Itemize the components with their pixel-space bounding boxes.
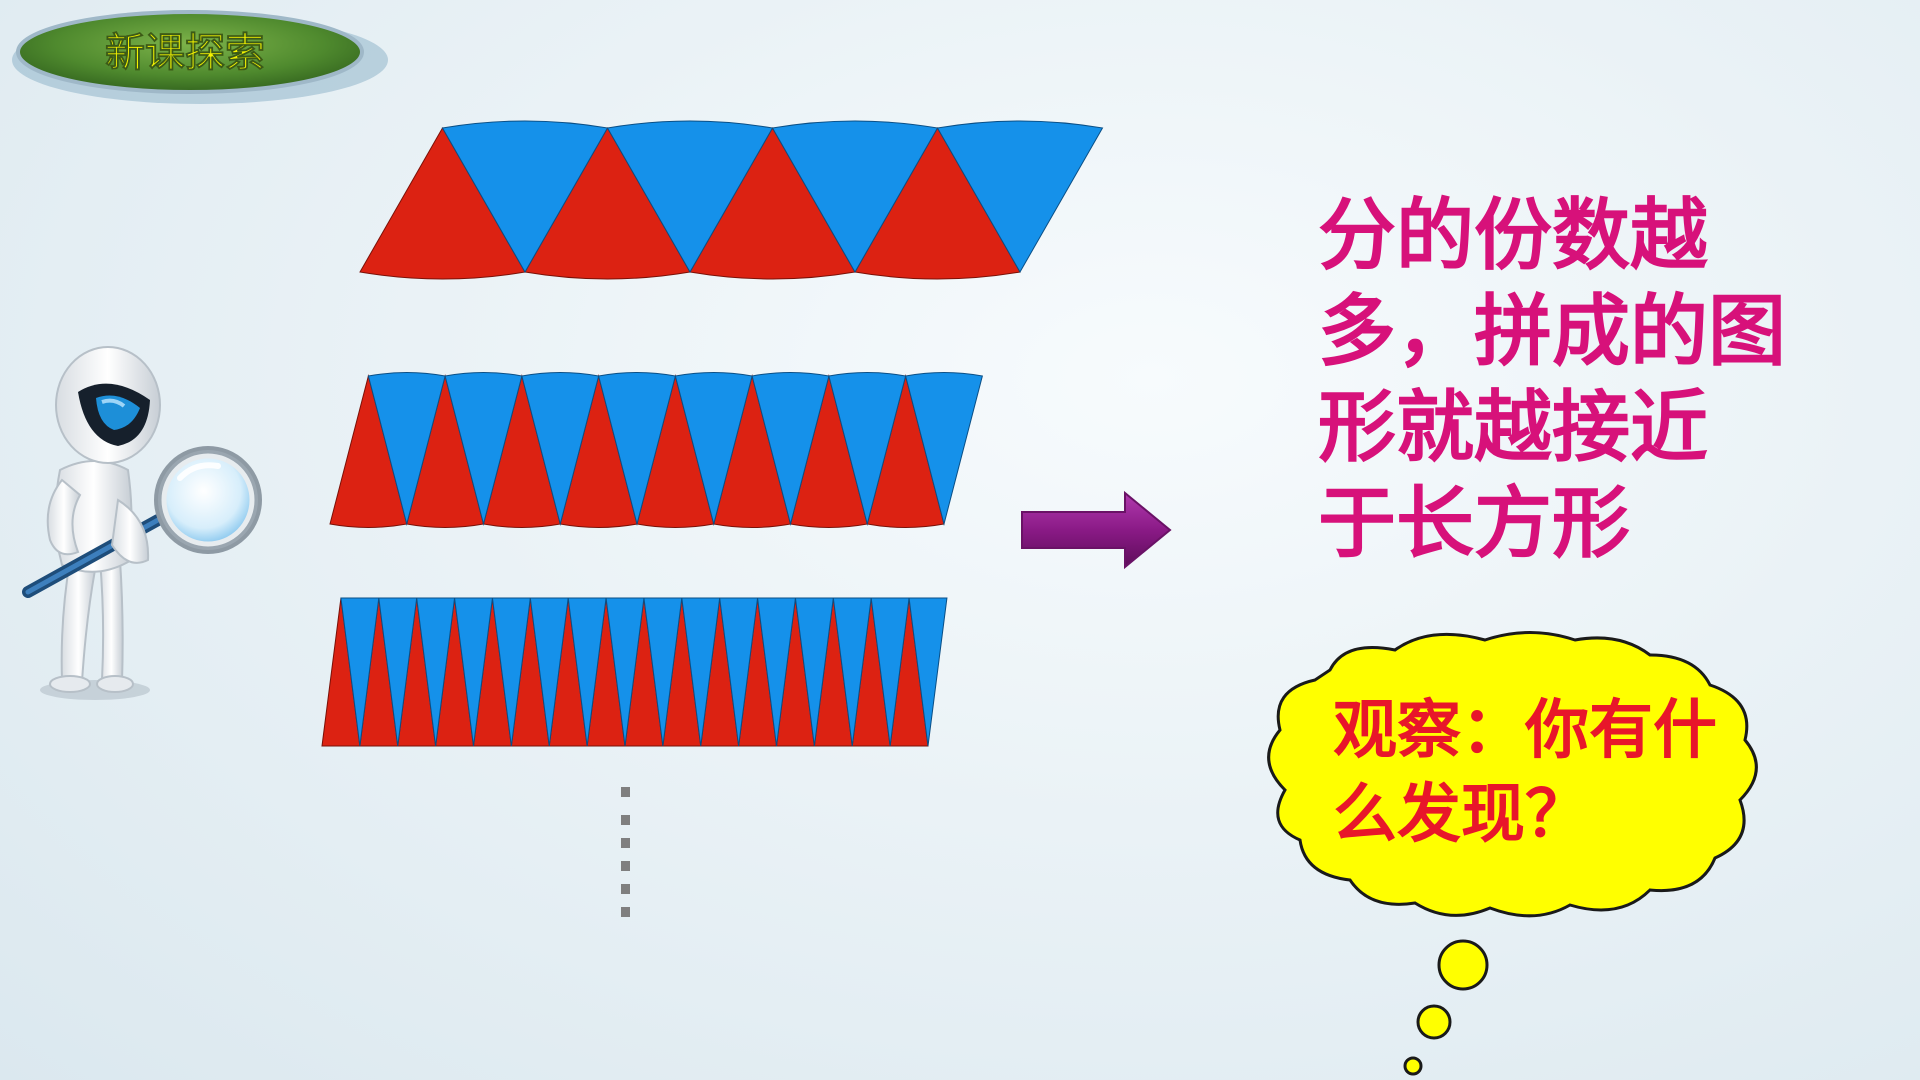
statement-line-3: 形就越接近: [1318, 383, 1708, 473]
statement-line-1: 分的份数越: [1318, 191, 1709, 281]
parallelogram-figure-16-sectors: [321, 597, 948, 747]
blue-sector: [936, 120, 1104, 274]
title-badge: 新课探索: [12, 10, 388, 104]
conclusion-statement: 分的份数越 多，拼成的图 形就越接近 于长方形: [1318, 191, 1786, 569]
slide-title: 新课探索: [105, 30, 265, 76]
question-line-2: 么发现？: [1333, 778, 1589, 852]
statement-line-2: 多，拼成的图: [1318, 287, 1786, 377]
blue-sector: [905, 372, 983, 526]
parallelogram-figure-8-sectors: [329, 372, 983, 528]
right-arrow-icon: [1021, 490, 1172, 570]
question-line-1: 观察：你有什: [1333, 694, 1717, 768]
parallelogram-figure-4-sectors: [359, 120, 1104, 280]
statement-line-4: 于长方形: [1318, 479, 1630, 569]
vertical-dots-icon: [621, 787, 630, 917]
thought-cloud: 观察：你有什 么发现？: [1267, 631, 1758, 1076]
figure-with-magnifier-icon: [22, 346, 262, 700]
blue-sector: [908, 597, 948, 747]
